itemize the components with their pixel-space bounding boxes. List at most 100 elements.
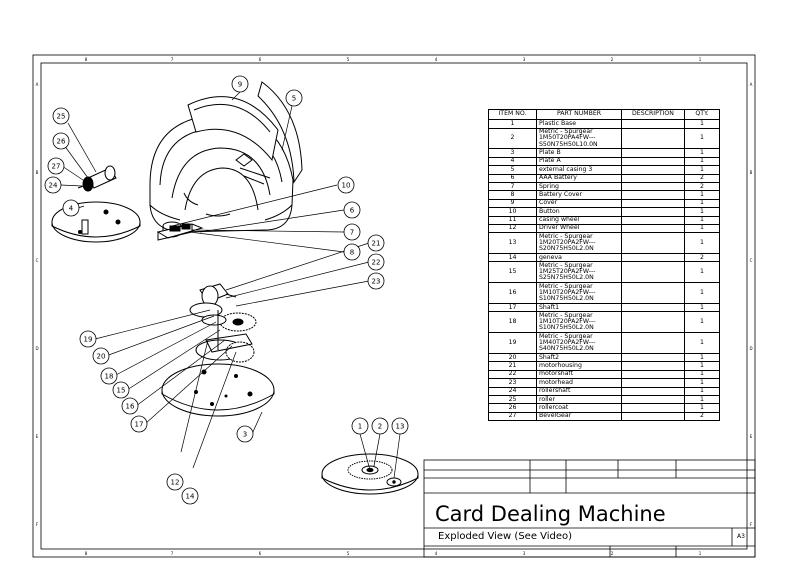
bom-cell-item: 4 — [488, 156, 537, 167]
bom-cell-desc — [621, 303, 685, 313]
balloon-item: 22 — [367, 253, 385, 271]
zone-col-label: 2 — [611, 551, 614, 556]
bom-cell-part: Shaft2 — [536, 353, 622, 363]
zone-col-label: 4 — [435, 57, 438, 62]
balloon-item: 3 — [236, 425, 254, 443]
bom-cell-part: Cover — [536, 198, 622, 209]
balloon-circle — [181, 487, 199, 505]
bom-header-item: ITEM NO. — [488, 108, 537, 121]
drawing-title: Card Dealing Machine — [435, 502, 666, 526]
bom-header-row: ITEM NO. PART NUMBER DESCRIPTION QTY. — [488, 108, 720, 121]
bom-cell-desc — [621, 119, 685, 129]
sheet-size: A3 — [737, 533, 745, 540]
bom-cell-qty: 1 — [684, 332, 720, 355]
balloon-circle — [285, 89, 303, 107]
zone-col-label: 1 — [699, 551, 702, 556]
bom-header-qty: QTY. — [684, 108, 720, 121]
bom-cell-qty: 1 — [684, 369, 720, 380]
bom-cell-item: 21 — [488, 361, 537, 371]
balloon-number: 10 — [342, 182, 351, 190]
balloon-circle — [52, 132, 70, 150]
bom-cell-item: 9 — [488, 198, 537, 209]
bom-cell-desc — [621, 232, 685, 255]
bom-cell-item: 3 — [488, 148, 537, 158]
balloon-number: 25 — [57, 113, 66, 121]
balloon-circle — [92, 347, 110, 365]
bom-cell-qty: 1 — [684, 386, 720, 397]
balloon-number: 20 — [97, 353, 106, 361]
bom-cell-part: Plate B — [536, 148, 622, 158]
zone-row-label: C — [36, 258, 39, 263]
bom-cell-desc — [621, 411, 685, 422]
bom-cell-qty: 1 — [684, 156, 720, 167]
bom-cell-qty: 1 — [684, 303, 720, 313]
leader-lines — [60, 91, 401, 479]
zone-col-label: 4 — [435, 551, 438, 556]
bom-cell-desc — [621, 353, 685, 363]
zone-col-label: 1 — [699, 57, 702, 62]
zone-col-label: 8 — [85, 551, 88, 556]
balloon-item: 26 — [52, 132, 70, 150]
plate-b-part — [161, 363, 275, 417]
bom-cell-item: 10 — [488, 207, 537, 217]
balloon-number: 24 — [49, 182, 58, 190]
balloon-number: 2 — [378, 423, 382, 431]
bom-cell-item: 23 — [488, 378, 537, 388]
balloon-circle — [79, 330, 97, 348]
bom-cell-qty: 1 — [684, 353, 720, 363]
bom-cell-qty: 1 — [684, 207, 720, 217]
balloon-number: 3 — [243, 431, 247, 439]
zone-row-label: B — [36, 170, 39, 175]
bom-cell-qty: 1 — [684, 223, 720, 234]
zone-row-label: C — [750, 258, 753, 263]
bom-cell-part: Metric - Spurgear 1M10T20PA2FW--- S10N75… — [536, 311, 622, 334]
bom-cell-part: roller — [536, 394, 622, 405]
bom-cell-part: external casing 3 — [536, 165, 622, 175]
balloon-item: 12 — [166, 473, 184, 491]
bom-cell-desc — [621, 311, 685, 334]
bom-cell-item: 12 — [488, 223, 537, 234]
bom-cell-desc — [621, 148, 685, 158]
bill-of-materials-table: ITEM NO. PART NUMBER DESCRIPTION QTY. 1 P… — [488, 108, 720, 422]
bom-cell-item: 20 — [488, 353, 537, 363]
zone-row-label: D — [749, 346, 752, 351]
bom-header-part: PART NUMBER — [536, 108, 622, 121]
balloon-number: 6 — [350, 207, 355, 215]
bom-cell-item: 16 — [488, 282, 537, 305]
balloon-circle — [130, 415, 148, 433]
zone-row-label: A — [750, 82, 753, 87]
battery-part — [156, 223, 204, 241]
bom-cell-desc — [621, 173, 685, 183]
balloon-circle — [62, 199, 80, 217]
bom-header-description: DESCRIPTION — [621, 108, 685, 121]
bom-cell-part: Metric - Spurgear 1M50T20PA4FW--- S50N75… — [536, 127, 622, 150]
balloon-item: 9 — [231, 75, 249, 93]
title-block — [423, 459, 756, 558]
bom-cell-desc — [621, 156, 685, 167]
bom-cell-desc — [621, 361, 685, 371]
bom-cell-qty: 1 — [684, 378, 720, 388]
bom-cell-qty: 1 — [684, 215, 720, 225]
bom-cell-desc — [621, 378, 685, 388]
bom-cell-item: 7 — [488, 181, 537, 192]
bom-cell-desc — [621, 386, 685, 397]
bom-cell-desc — [621, 198, 685, 209]
balloon-item: 23 — [367, 272, 385, 290]
bom-cell-part: Battery Cover — [536, 190, 622, 200]
bom-cell-part: rollershaft — [536, 386, 622, 397]
zone-row-label: D — [35, 346, 38, 351]
bom-cell-item: 18 — [488, 311, 537, 334]
balloon-number: 23 — [372, 278, 381, 286]
bom-cell-item: 8 — [488, 190, 537, 200]
bom-cell-qty: 1 — [684, 361, 720, 371]
zone-row-label: E — [750, 434, 753, 439]
balloon-item: 19 — [79, 330, 97, 348]
balloon-circle — [391, 417, 409, 435]
inner-border — [40, 62, 748, 550]
